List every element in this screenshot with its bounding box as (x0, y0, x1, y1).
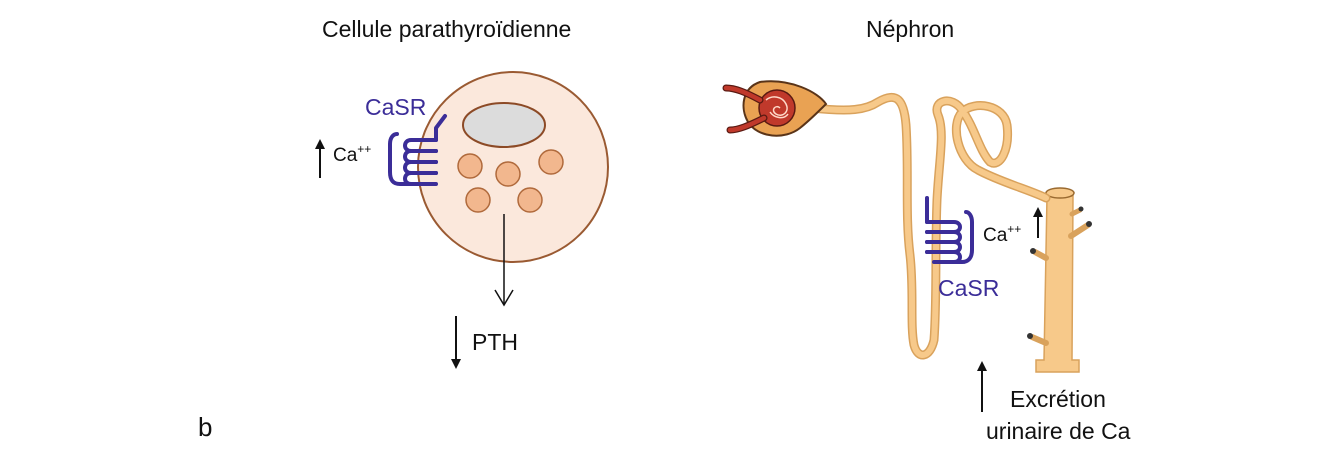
parathyroid-cell (417, 71, 609, 263)
secretory-granules (457, 149, 564, 213)
granule (495, 161, 521, 187)
granule (538, 149, 564, 175)
renal-tubule (809, 94, 1049, 358)
casr-label-left: CaSR (365, 94, 427, 120)
secretion-arrow-head (494, 289, 514, 307)
granule (465, 187, 491, 213)
glomerulus (722, 80, 828, 137)
casr-label-right: CaSR (938, 275, 1000, 301)
nephron-title: Néphron (866, 16, 955, 42)
panel-letter: b (198, 412, 213, 442)
calcium-label-left: Ca++ (333, 141, 372, 166)
excretion-label-line1: Excrétion (1010, 386, 1106, 412)
pth-label: PTH (472, 329, 518, 355)
parathyroid-title: Cellule parathyroïdienne (322, 16, 572, 42)
granule (457, 153, 483, 179)
casr-receptor-left (388, 114, 447, 186)
nephron (722, 80, 1092, 373)
casr-receptor-right (925, 196, 974, 264)
collecting-duct (1027, 187, 1092, 373)
excretion-label-line2: urinaire de Ca (986, 418, 1131, 444)
granule (517, 187, 543, 213)
calcium-label-right: Ca++ (983, 221, 1022, 246)
cell-nucleus (462, 102, 546, 148)
